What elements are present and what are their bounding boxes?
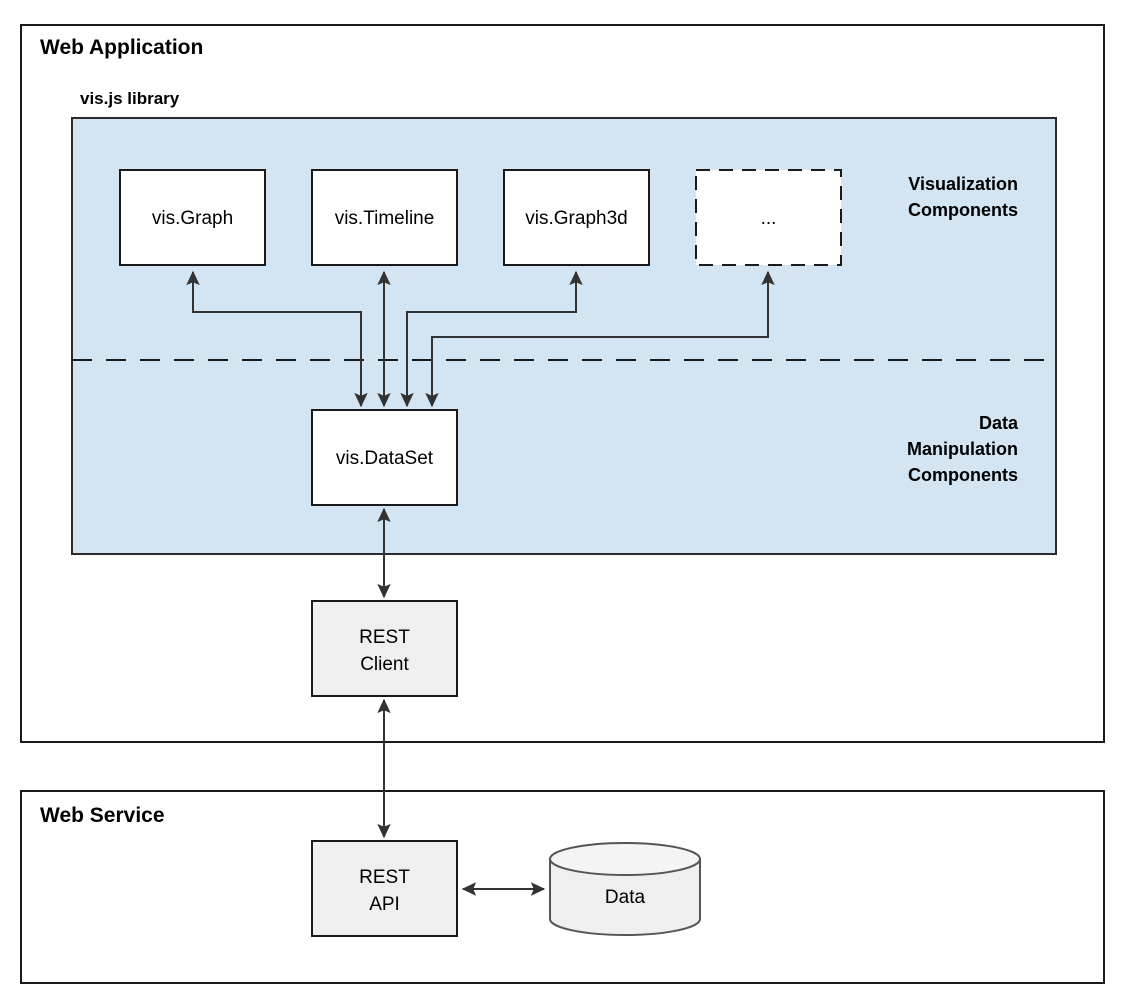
rest-api-label-line-1: REST [359, 867, 410, 888]
data-store-cylinder-top [549, 842, 701, 876]
vis-js-library-group: vis.js library Visualization Components … [71, 89, 1057, 555]
data-manipulation-components-line-3: Components [908, 465, 1018, 485]
connector-dataset-to-more [425, 270, 775, 408]
more-components-label: ... [761, 208, 777, 229]
data-manipulation-components-line-1: Data [979, 413, 1019, 433]
rest-api-label-line-2: API [369, 894, 400, 915]
data-manipulation-components-line-2: Manipulation [907, 439, 1018, 459]
vis-dataset-label: vis.DataSet [336, 448, 434, 469]
node-rest-client[interactable]: REST Client [311, 600, 458, 697]
node-vis-timeline[interactable]: vis.Timeline [311, 169, 458, 266]
visualization-components-line-1: Visualization [908, 174, 1018, 194]
node-rest-api[interactable]: REST API [311, 840, 458, 937]
connector-layer [186, 270, 775, 896]
rest-client-label-line-1: REST [359, 627, 410, 648]
vis-dataset-box[interactable] [311, 409, 458, 506]
rest-api-box[interactable] [311, 840, 458, 937]
node-data-store[interactable]: Data [549, 842, 701, 936]
node-vis-graph[interactable]: vis.Graph [119, 169, 266, 266]
data-store-cylinder-body[interactable] [549, 858, 701, 936]
vis-js-library-title: vis.js library [80, 89, 180, 108]
data-manipulation-components-label: Data Manipulation Components [907, 413, 1019, 485]
connector-dataset-to-graph [186, 270, 368, 408]
vis-timeline-label: vis.Timeline [335, 208, 435, 229]
visualization-components-label: Visualization Components [908, 174, 1018, 220]
vis-graph3d-label: vis.Graph3d [525, 208, 627, 229]
rest-client-label-line-2: Client [360, 654, 409, 675]
web-service-frame-rect [20, 790, 1105, 984]
vis-timeline-box[interactable] [311, 169, 458, 266]
visualization-components-line-2: Components [908, 200, 1018, 220]
rest-client-box[interactable] [311, 600, 458, 697]
vis-graph3d-box[interactable] [503, 169, 650, 266]
node-vis-graph3d[interactable]: vis.Graph3d [503, 169, 650, 266]
data-store-label: Data [605, 887, 646, 908]
web-application-title: Web Application [40, 36, 203, 59]
web-service-title: Web Service [40, 804, 165, 827]
node-vis-dataset[interactable]: vis.DataSet [311, 409, 458, 506]
more-components-box[interactable] [695, 169, 842, 266]
vis-graph-label: vis.Graph [152, 208, 233, 229]
node-more-components[interactable]: ... [695, 169, 842, 266]
vis-graph-box[interactable] [119, 169, 266, 266]
frame-web-service: Web Service [20, 790, 1105, 984]
